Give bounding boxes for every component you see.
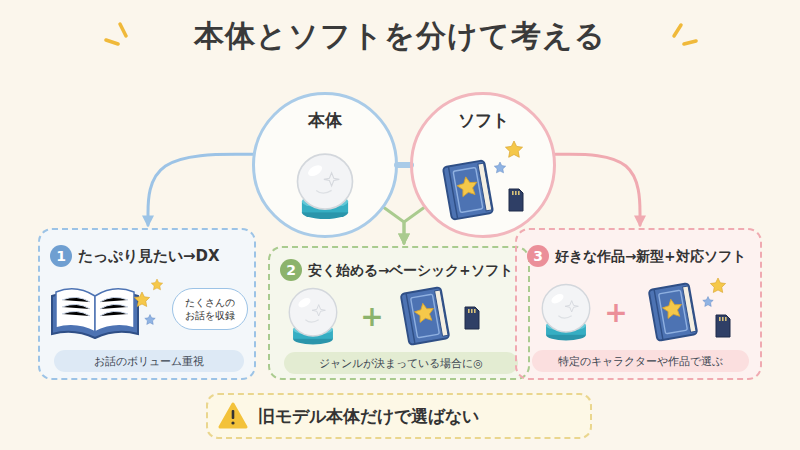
star-icon (151, 279, 162, 290)
book-illustration (649, 283, 698, 341)
option-box: 3 特定のキャラクターや作品で選ぶ 好きな作品→新型+対応ソフト (515, 228, 762, 380)
option-box-text: 安く始める→ベーシック+ソフト (308, 259, 522, 281)
main-unit-circle: 本体 (252, 92, 398, 238)
callout-number-text: 2 (280, 259, 302, 281)
main-unit-circle-fill (253, 93, 397, 237)
warning-mark (231, 421, 234, 424)
device-illustration (298, 154, 353, 219)
warning-mark (232, 410, 235, 419)
connector-arrow (555, 154, 640, 225)
open-book (52, 289, 138, 338)
warning-box-text: 旧モデル本体だけで選ばない (258, 395, 582, 437)
option-box-text: たっぷり見たい→DX (78, 245, 248, 267)
diagram-title: 本体とソフトを分けて考える (0, 16, 800, 57)
connector-arrow (397, 162, 411, 168)
plus-sign: + (603, 294, 629, 330)
device-illustration (289, 288, 337, 344)
sparkle-stroke (120, 24, 126, 36)
callout-number-text: 1 (50, 245, 72, 267)
warning-triangle (220, 404, 246, 427)
warning-box-fill (207, 394, 591, 438)
star-icon (710, 278, 725, 292)
warning-box: 旧モデル本体だけで選ばない (206, 393, 592, 439)
star-icon (494, 162, 505, 173)
option-box-fill (516, 229, 761, 379)
star-icon (505, 141, 522, 157)
page-lines (62, 297, 128, 316)
option-box: 1 たくさんの お話を収録お話のボリューム重視 たっぷり見たい→DX (38, 228, 256, 380)
speech-bubble-text: たくさんの お話を収録 (173, 289, 247, 329)
callout-number: 2 (280, 259, 302, 281)
connector-arrow (404, 208, 424, 243)
book-page (56, 289, 95, 332)
note-band: ジャンルが決まっている場合に◎ (284, 352, 518, 374)
main-unit-circle-text: 本体 (255, 109, 395, 132)
option-box-fill (269, 247, 529, 379)
sd-card (716, 315, 730, 337)
star-icon (134, 292, 149, 306)
plus-sign: + (359, 298, 385, 334)
node-fills (39, 93, 761, 438)
sd-card (465, 307, 479, 329)
software-circle: ソフト (410, 92, 556, 238)
sparkle-stroke (684, 41, 696, 44)
speech-bubble: たくさんの お話を収録 (172, 288, 248, 330)
option-box: 2 ジャンルが決まっている場合に◎ 安く始める→ベーシック+ソフト (268, 246, 530, 380)
software-circle-fill (411, 93, 555, 237)
callout-number: 1 (50, 245, 72, 267)
note-band-text: 特定のキャラクターや作品で選ぶ (532, 350, 749, 372)
sd-card (509, 189, 523, 211)
sparkle-stroke (106, 40, 118, 44)
star-icon (703, 297, 713, 307)
book-page (95, 289, 134, 332)
software-circle-text: ソフト (413, 109, 553, 132)
note-band: お話のボリューム重視 (54, 350, 244, 372)
sparkle-stroke (674, 25, 681, 36)
option-box-fill (39, 229, 255, 379)
callout-number-text: 3 (527, 245, 549, 267)
note-band-text: ジャンルが決まっている場合に◎ (284, 352, 518, 374)
book-illustration (443, 160, 493, 220)
connector-arrow (148, 154, 253, 225)
book-illustration (401, 287, 450, 345)
star-icon (145, 315, 155, 325)
warning-icon (220, 404, 246, 427)
note-band-text: お話のボリューム重視 (54, 350, 244, 372)
illustrations (52, 141, 730, 427)
option-box-text: 好きな作品→新型+対応ソフト (555, 245, 754, 267)
callout-number: 3 (527, 245, 549, 267)
note-band: 特定のキャラクターや作品で選ぶ (532, 350, 749, 372)
connector-arrow (384, 208, 404, 243)
device-illustration (542, 284, 590, 340)
